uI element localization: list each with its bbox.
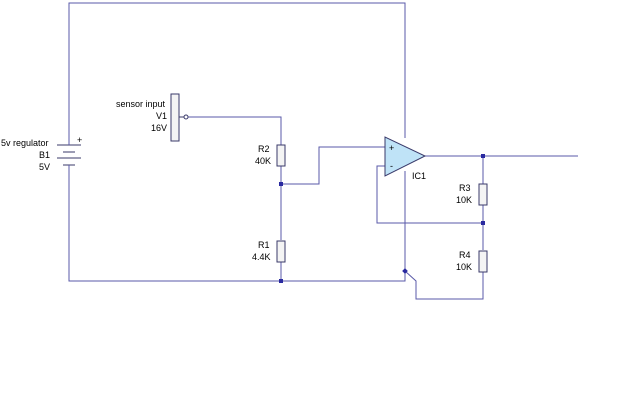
junction-ground-right [402,268,408,274]
wire-sensor-r2 [187,116,282,145]
opamp-ref: IC1 [412,171,426,181]
junction-feedback [481,221,485,225]
wires [68,2,578,300]
opamp-minus-sign: - [390,161,393,171]
resistor-r1: R1 4.4K [252,240,286,263]
resistor-r4: R4 10K [456,250,488,273]
opamp-plus-sign: + [389,143,394,153]
r3-value: 10K [456,195,472,205]
battery-label: 5v regulator [1,138,49,148]
battery-ref: B1 [39,150,50,160]
resistor-r3: R3 10K [456,183,488,206]
r1-ref: R1 [258,240,270,250]
wire-r4-bottom [404,270,484,300]
r2-value: 40K [255,156,271,166]
r2-ref: R2 [258,144,270,154]
sensor-v1: sensor input V1 16V [116,93,189,142]
resistor-r2: R2 40K [255,144,286,167]
wire-ground-rail [68,170,406,282]
sensor-ref: V1 [156,111,167,121]
sensor-label: sensor input [116,99,166,109]
battery-plus-sign: + [77,135,82,145]
sensor-value: 16V [151,123,167,133]
r4-value: 10K [456,262,472,272]
junction-ground-r1 [279,279,283,283]
wire-top-loop [68,2,406,138]
junctions [279,154,485,283]
wire-feedback [376,165,483,224]
battery-value: 5V [39,162,50,172]
junction-divider [279,182,283,186]
junction-output [481,154,485,158]
wire-divider-plus [281,146,385,185]
r3-ref: R3 [459,183,471,193]
r4-ref: R4 [459,250,471,260]
battery-b1: + 5v regulator B1 5V [1,135,82,172]
opamp-ic1: + - IC1 [384,136,427,181]
r1-value: 4.4K [252,252,271,262]
